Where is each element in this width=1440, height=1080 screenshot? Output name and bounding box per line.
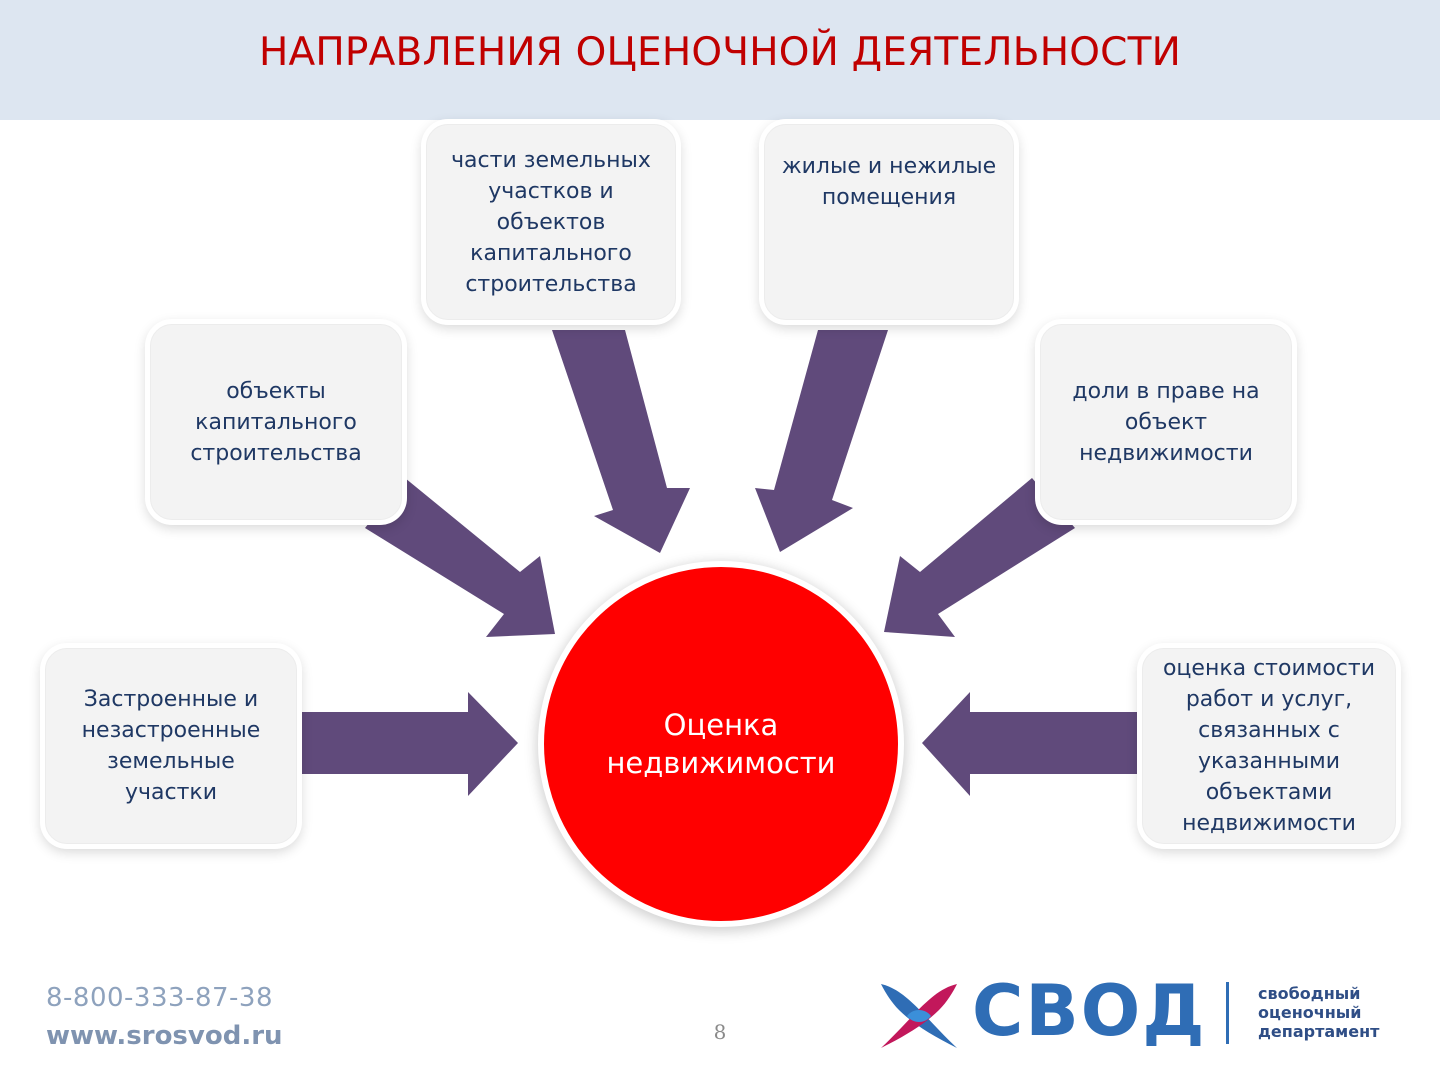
box-shares-label: доли в праве на объект недвижимости: [1072, 378, 1260, 466]
page-number: 8: [713, 1020, 727, 1044]
logo-tagline-line: свободный: [1258, 984, 1361, 1003]
page-title: НАПРАВЛЕНИЯ ОЦЕНОЧНОЙ ДЕЯТЕЛЬНОСТИ: [258, 30, 1182, 75]
arrow-from-services: [922, 692, 1140, 796]
arrow-from-land-plots: [300, 692, 518, 796]
arrow-from-premises: [755, 330, 888, 552]
arrow-from-shares: [884, 478, 1075, 637]
center-node: Оценка недвижимости: [538, 561, 904, 927]
logo-divider: [1226, 982, 1229, 1044]
box-premises: жилые и нежилые помещения: [764, 124, 1014, 320]
footer-phone: 8-800-333-87-38: [46, 983, 273, 1013]
logo-x-icon: [881, 984, 957, 1048]
center-node-label: Оценка недвижимости: [606, 708, 836, 780]
box-services: оценка стоимости работ и услуг, связанны…: [1142, 648, 1396, 844]
logo-tagline-line: департамент: [1258, 1022, 1380, 1041]
box-parts-label: части земельных участков и объектов капи…: [451, 147, 651, 297]
arrow-from-parts: [552, 330, 690, 553]
box-capital-objects-label: объекты капитального строительства: [190, 378, 362, 466]
logo-tagline: свободный оценочный департамент: [1258, 984, 1379, 1041]
box-land-plots-label: Застроенные и незастроенные земельные уч…: [81, 687, 261, 805]
footer-website: www.srosvod.ru: [46, 1021, 283, 1051]
box-capital-objects: объекты капитального строительства: [150, 324, 402, 520]
logo-tagline-line: оценочный: [1258, 1003, 1362, 1022]
box-services-label: оценка стоимости работ и услуг, связанны…: [1162, 656, 1376, 836]
box-land-plots: Застроенные и незастроенные земельные уч…: [45, 648, 297, 844]
box-shares: доли в праве на объект недвижимости: [1040, 324, 1292, 520]
title-bar: НАПРАВЛЕНИЯ ОЦЕНОЧНОЙ ДЕЯТЕЛЬНОСТИ: [0, 0, 1440, 120]
box-premises-label: жилые и нежилые помещения: [781, 154, 997, 210]
logo-name: СВОД: [972, 970, 1207, 1052]
box-parts: части земельных участков и объектов капи…: [426, 124, 676, 320]
arrow-from-capital-objects: [365, 478, 555, 637]
